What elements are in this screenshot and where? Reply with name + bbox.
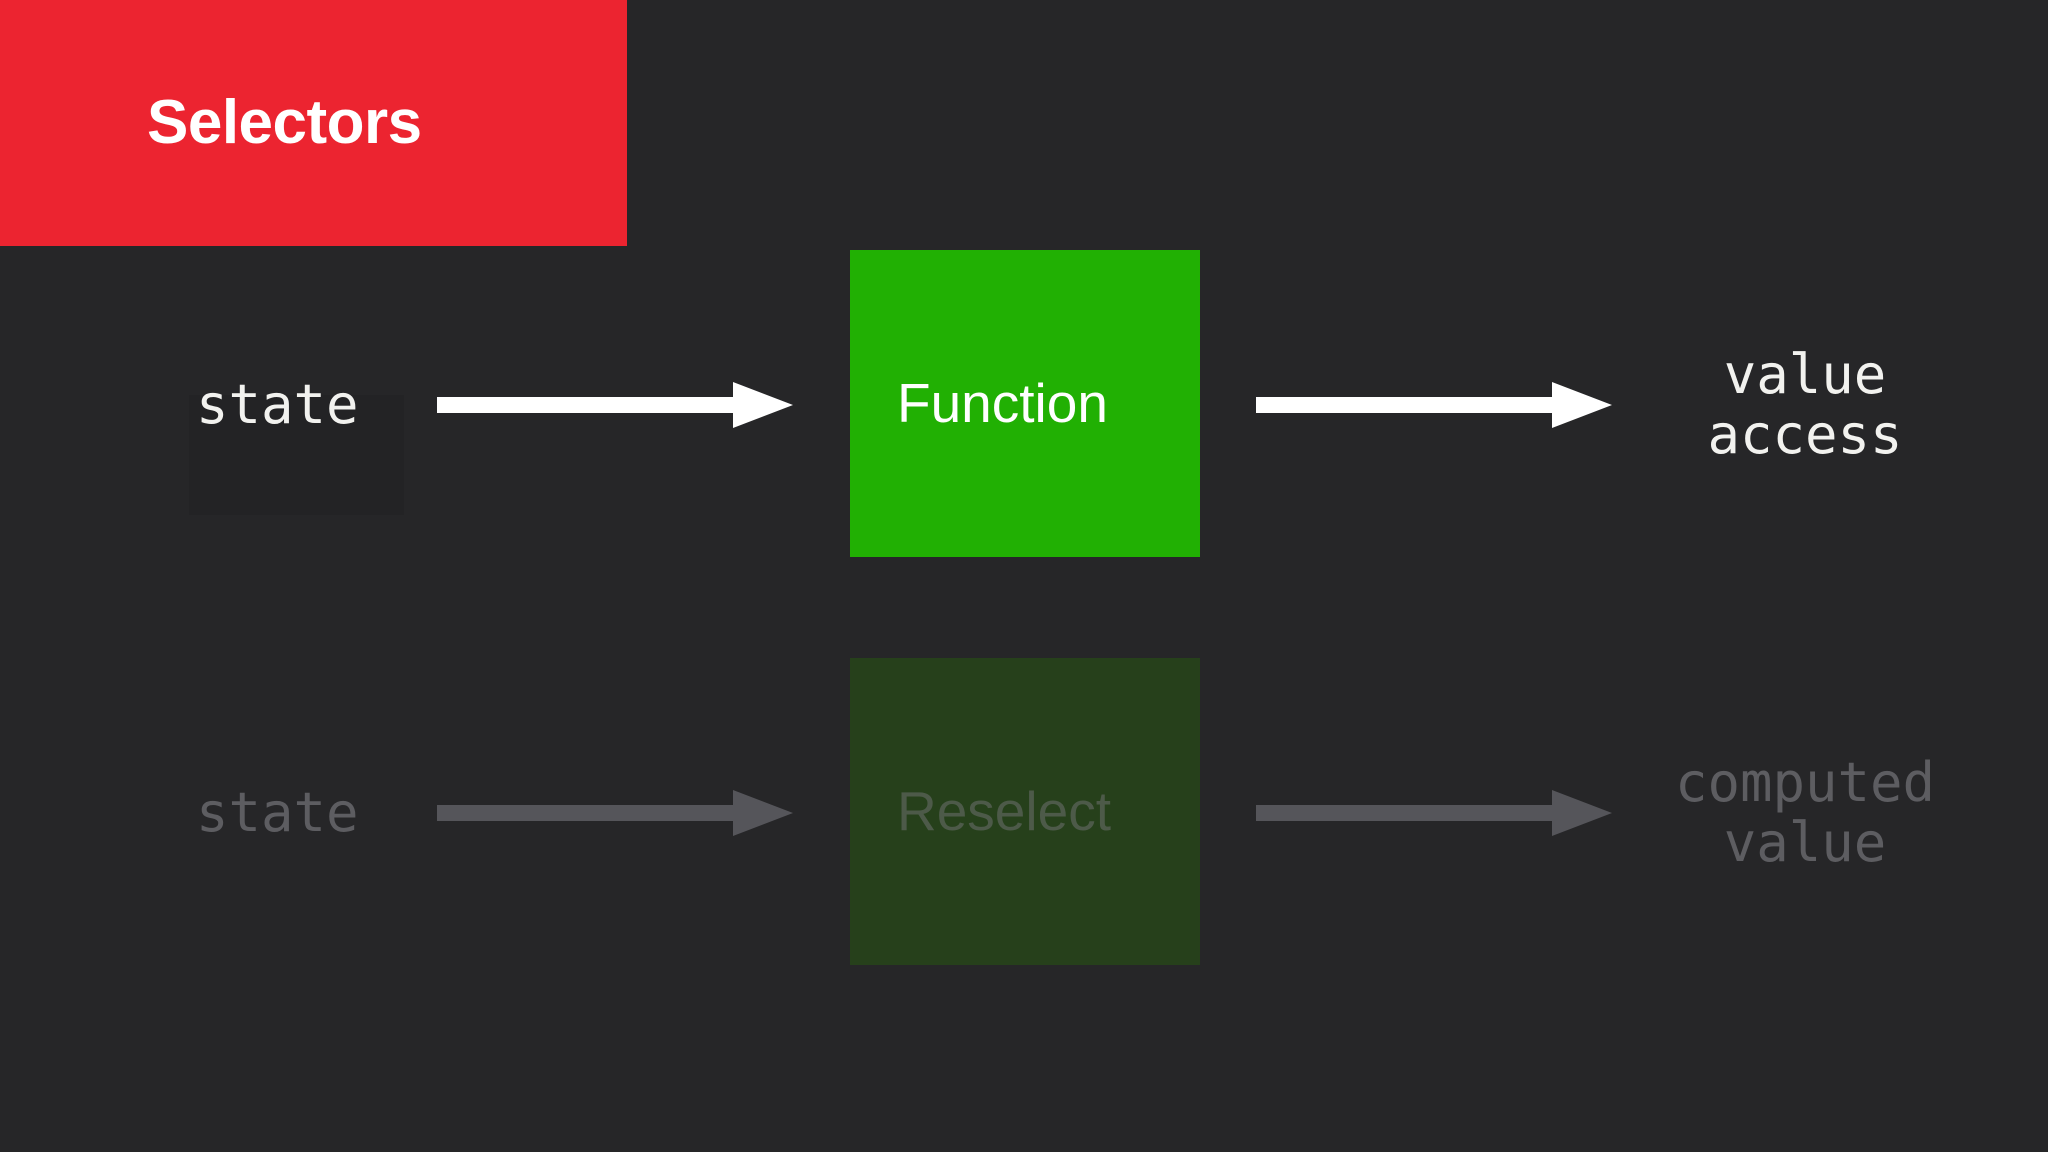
page-title: Selectors [147,88,422,157]
source-label-state-active: state [196,372,359,436]
title-banner: Selectors [0,0,627,246]
result-line-1: computed [1674,750,1936,814]
process-box-reselect-label: Reselect [897,780,1111,842]
arrow-right-icon [437,790,793,836]
arrow-right-icon [437,382,793,428]
process-box-function[interactable]: Function [850,250,1200,557]
arrow-right-icon [1256,382,1612,428]
arrow-right-icon [1256,790,1612,836]
result-line-1: value [1723,342,1887,406]
state-label-backdrop [189,395,404,515]
result-line-2: access [1707,403,1903,466]
result-label-active: value access [1640,250,1970,560]
source-label-state-dimmed: state [196,780,359,844]
process-box-function-label: Function [897,372,1108,434]
flow-row-active: state Function value access [0,250,2048,560]
result-line-2: value [1723,811,1887,874]
process-box-reselect[interactable]: Reselect [850,658,1200,965]
flow-row-dimmed: state Reselect computed value [0,658,2048,968]
result-label-dimmed: computed value [1640,658,1970,968]
